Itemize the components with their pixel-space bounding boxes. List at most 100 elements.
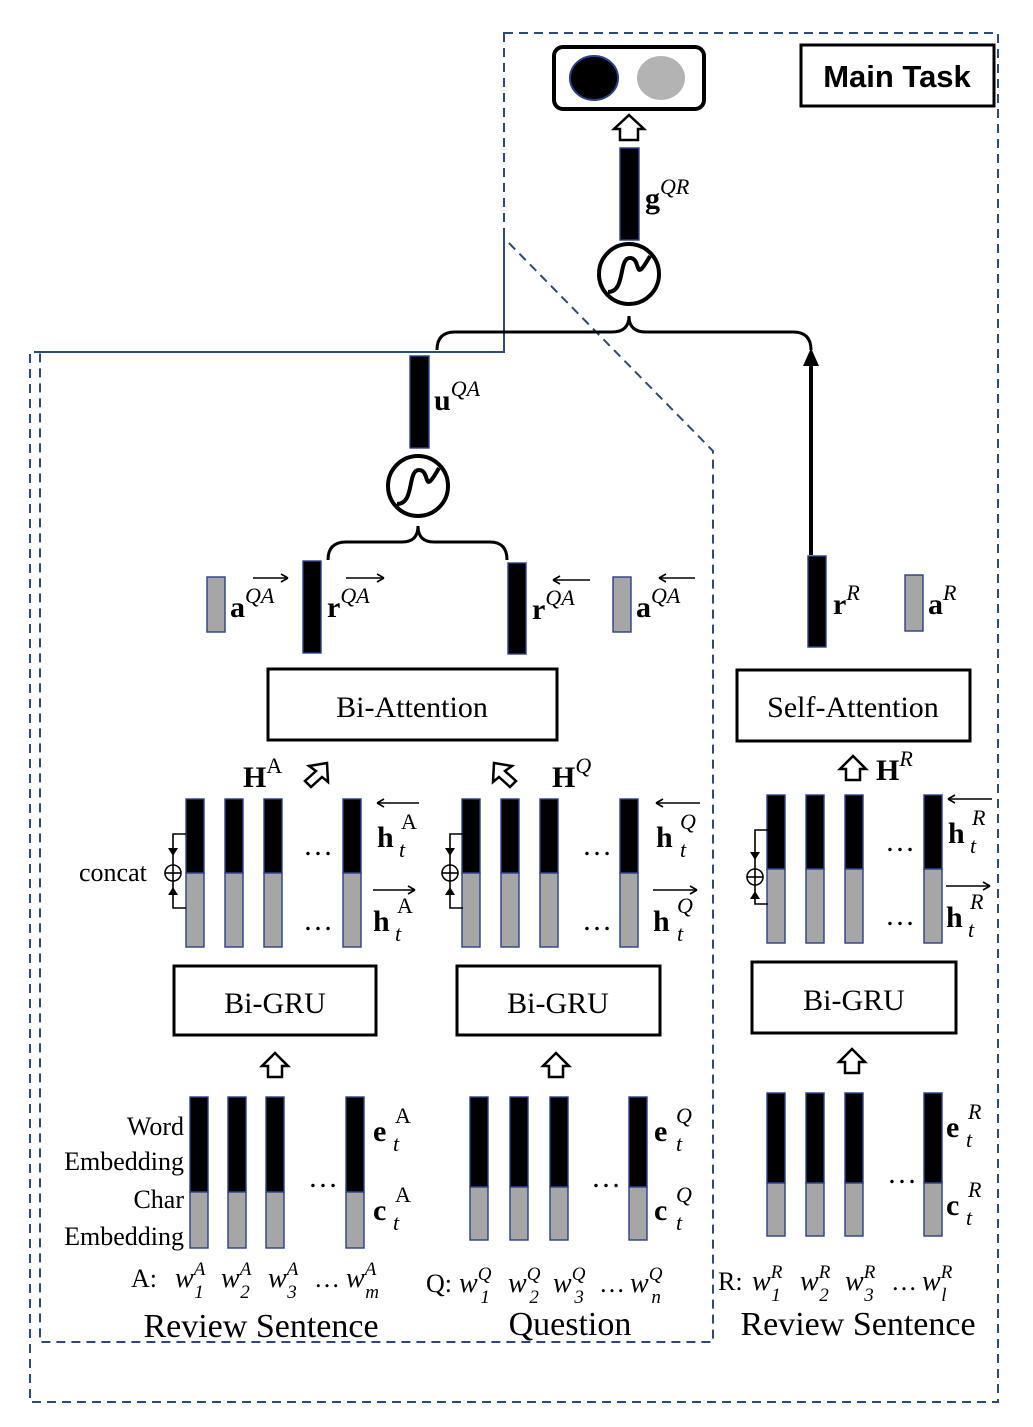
review-embed-up-arrow-icon	[835, 1047, 869, 1075]
question-caption: Question	[509, 1306, 632, 1343]
review-hidden-dots-bottom: …	[885, 899, 915, 932]
answer-char-embed-cell-4	[345, 1191, 365, 1249]
question-bigru-label: Bi-GRU	[507, 987, 609, 1020]
review-concat-icon	[746, 829, 768, 905]
h-a-arrow-icon	[303, 761, 330, 789]
svg-text:h: h	[653, 905, 670, 938]
svg-text:Q: Q	[677, 893, 693, 918]
answer-word-embed-cell-1	[189, 1096, 209, 1193]
answer-e-label: e A t	[373, 1103, 411, 1156]
review-sequence-prefix: R:	[718, 1267, 743, 1296]
left-brace	[326, 525, 509, 561]
question-word-embed-cell-1	[469, 1096, 489, 1188]
answer-hidden-fwd-cell-3	[263, 872, 283, 948]
left-branch-region	[39, 235, 714, 1343]
main-task-label: Main Task	[823, 59, 971, 94]
answer-hidden-back-cell-1	[185, 798, 205, 874]
r-qa-fwd-vector	[303, 561, 321, 653]
svg-text:Q: Q	[676, 1182, 692, 1207]
review-sequence-dots: …	[891, 1267, 917, 1296]
question-hidden-back-cell-3	[539, 798, 559, 874]
review-hidden-back-cell-2	[805, 794, 825, 870]
review-word-embed-cell-4	[923, 1092, 943, 1184]
question-concat-icon	[441, 833, 463, 909]
question-char-embed-cell-3	[549, 1186, 569, 1241]
svg-text:c: c	[654, 1194, 667, 1227]
question-hidden-back-cell-4	[619, 798, 639, 874]
answer-embed-dots: …	[308, 1161, 338, 1194]
h-r-arrow-icon	[836, 754, 870, 782]
question-char-embed-cell-2	[509, 1186, 529, 1241]
svg-text:t: t	[395, 921, 402, 946]
answer-caption: Review Sentence	[143, 1308, 378, 1345]
svg-text:A: A	[395, 1103, 411, 1128]
question-hidden-dots-bottom: …	[582, 904, 612, 937]
right-up-arrow-icon	[803, 348, 819, 366]
question-hidden-dots-top: …	[582, 829, 612, 862]
question-char-embed-cell-4	[628, 1186, 648, 1241]
review-hidden-fwd-cell-4	[923, 868, 943, 944]
top-activation-icon	[597, 242, 661, 306]
a-r-vector	[905, 575, 923, 631]
r-qa-bwd-label: rQA	[532, 585, 575, 626]
a-r-label: aR	[928, 580, 957, 621]
svg-text:A: A	[395, 1182, 411, 1207]
word-embedding-label-2: Embedding	[64, 1147, 184, 1176]
review-c-label: c R t	[946, 1177, 982, 1230]
review-hidden-back-cell-3	[844, 794, 864, 870]
top-brace	[435, 315, 813, 351]
main-task-region	[29, 32, 999, 1403]
svg-text:h: h	[656, 821, 673, 854]
svg-text:t: t	[676, 1131, 683, 1156]
svg-text:t: t	[966, 1127, 973, 1152]
review-word-embed-cell-2	[805, 1092, 825, 1184]
r-r-label: rR	[833, 580, 860, 621]
question-word-embed-cell-2	[509, 1096, 529, 1188]
svg-text:R: R	[971, 805, 986, 830]
g-vector	[620, 148, 639, 240]
svg-text:R: R	[967, 1177, 982, 1202]
review-word-embed-cell-3	[844, 1092, 864, 1184]
output-up-arrow-icon	[610, 113, 648, 142]
self-attention-box	[735, 668, 972, 743]
review-word-embed-cell-1	[766, 1092, 786, 1184]
char-embedding-label-1: Char	[133, 1185, 184, 1214]
question-hidden-back-cell-2	[500, 798, 520, 874]
answer-bigru-label: Bi-GRU	[224, 987, 326, 1020]
u-label: uQA	[434, 376, 481, 417]
svg-text:t: t	[966, 1205, 973, 1230]
answer-c-label: c A t	[373, 1182, 411, 1235]
output-class-dark-icon	[569, 55, 619, 101]
r-r-vector	[808, 556, 826, 647]
svg-text:t: t	[677, 921, 684, 946]
question-word-embed-cell-3	[549, 1096, 569, 1188]
question-c-label: c Q t	[654, 1182, 692, 1235]
svg-text:Q: Q	[676, 1103, 692, 1128]
answer-hidden-back-cell-2	[224, 798, 244, 874]
concat-label: concat	[79, 858, 148, 887]
r-qa-fwd-label: rQA	[327, 583, 370, 624]
question-sequence-prefix: Q:	[426, 1269, 452, 1298]
svg-text:A: A	[401, 809, 417, 834]
char-embedding-label-2: Embedding	[64, 1222, 184, 1251]
review-hidden-dots-top: …	[885, 825, 915, 858]
review-e-label: e R t	[946, 1099, 982, 1152]
question-h-fwd-label: h Q t	[653, 885, 698, 946]
answer-hidden-dots-bottom: …	[303, 904, 333, 937]
review-char-embed-cell-1	[766, 1182, 786, 1237]
answer-hidden-back-cell-4	[342, 798, 362, 874]
svg-text:c: c	[946, 1189, 959, 1222]
svg-text:t: t	[676, 1210, 683, 1235]
a-qa-bwd-vector	[613, 577, 631, 632]
